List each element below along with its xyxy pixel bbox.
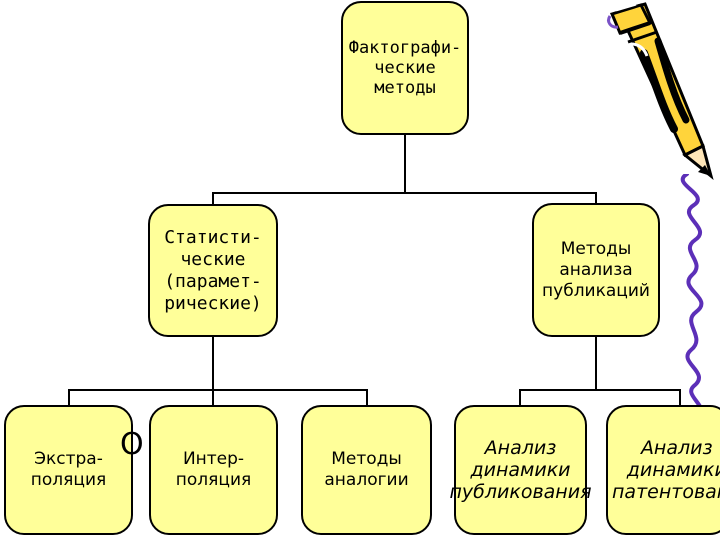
publication-analysis-methods-label: Методы анализа публикаций xyxy=(542,238,650,301)
interpolation-node: Интер- поляция xyxy=(149,405,278,535)
publication-dynamics-label: Анализ динамики публикования xyxy=(449,437,592,503)
factographic-methods-node: Фактографи- ческие методы xyxy=(341,1,469,135)
publication-dynamics-node: Анализ динамики публикования xyxy=(449,405,592,535)
interpolation-label: Интер- поляция xyxy=(175,449,252,490)
pencil-icon xyxy=(607,2,714,180)
patent-dynamics-label: Анализ динамики патентовани xyxy=(612,437,720,503)
analogy-methods-node: Методы аналогии xyxy=(301,405,432,535)
wavy-line xyxy=(680,174,705,424)
publication-analysis-methods-node: Методы анализа публикаций xyxy=(532,203,660,337)
extrapolation-node: Экстра- поляция xyxy=(4,405,133,535)
analogy-methods-label: Методы аналогии xyxy=(324,449,409,490)
statistical-methods-label: Статисти- ческие (парамет- рические) xyxy=(164,226,262,314)
statistical-methods-node: Статисти- ческие (парамет- рические) xyxy=(148,204,278,337)
factographic-methods-label: Фактографи- ческие методы xyxy=(348,38,462,98)
extrapolation-label: Экстра- поляция xyxy=(30,449,107,490)
stray-letter: О xyxy=(120,427,144,462)
patent-dynamics-node: Анализ динамики патентовани xyxy=(606,405,720,535)
